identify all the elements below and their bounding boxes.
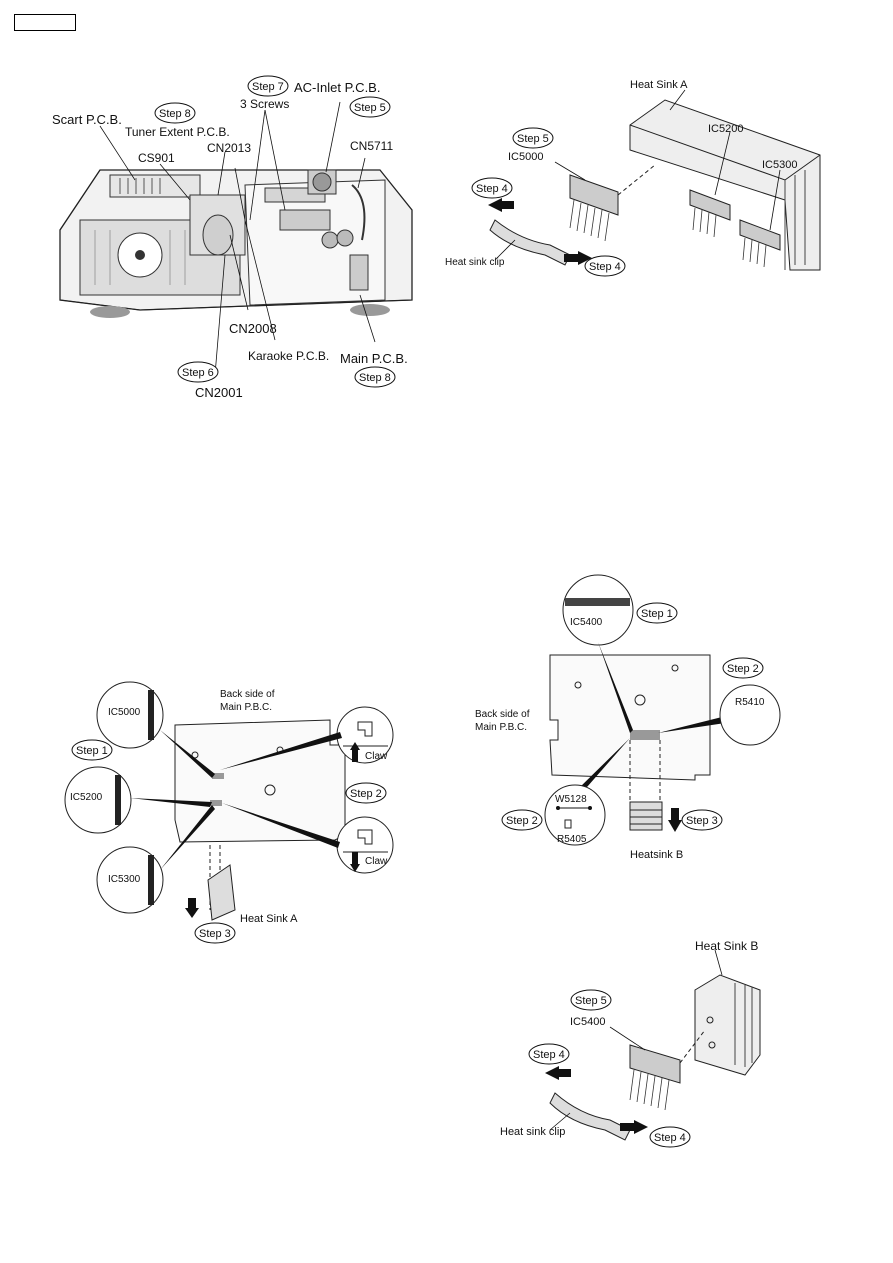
heat-sink-a-diagram: Heat Sink A IC5200 IC5300 IC5000 Heat si… — [445, 79, 821, 277]
label-main-pcb: Main P.C.B. — [340, 351, 408, 366]
step-5-bubble: Step 5 — [575, 995, 607, 1007]
label-ic5300: IC5300 — [108, 874, 141, 885]
step-2-bubble: Step 2 — [350, 788, 382, 800]
label-back-side-of: Back side of — [220, 689, 275, 700]
step-2-bubble-right: Step 2 — [727, 663, 759, 675]
label-cs901: CS901 — [138, 151, 175, 165]
label-main-pbc: Main P.B.C. — [220, 702, 272, 713]
step-3-bubble: Step 3 — [686, 815, 718, 827]
step-3-bubble: Step 3 — [199, 928, 231, 940]
label-ic5400: IC5400 — [570, 617, 603, 628]
label-ac-inlet-pcb: AC-Inlet P.C.B. — [294, 80, 380, 95]
label-heat-sink-a: Heat Sink A — [630, 79, 688, 91]
step-4-bubble-right: Step 4 — [654, 1132, 686, 1144]
figure-main-pbc-back-a: Back side of Main P.B.C. IC5000 IC5200 I… — [60, 670, 405, 945]
label-heat-sink-b: Heat Sink B — [695, 939, 758, 953]
step-8-bubble-bottom: Step 8 — [359, 372, 391, 384]
label-cn5711: CN5711 — [350, 139, 393, 153]
label-ic5000: IC5000 — [108, 707, 141, 718]
label-cn2013: CN2013 — [207, 141, 251, 155]
label-heat-sink-clip: Heat sink clip — [500, 1126, 565, 1138]
label-tuner-extent-pcb: Tuner Extent P.C.B. — [125, 125, 230, 139]
label-three-screws: 3 Screws — [240, 97, 289, 111]
step-6-bubble: Step 6 — [182, 367, 214, 379]
label-cn2001: CN2001 — [195, 385, 243, 400]
step-2-bubble-left: Step 2 — [506, 815, 538, 827]
label-ic5200: IC5200 — [70, 792, 103, 803]
step-1-bubble: Step 1 — [641, 608, 673, 620]
step-4-bubble-left: Step 4 — [533, 1049, 565, 1061]
label-r5410: R5410 — [735, 697, 765, 708]
figure-heat-sink-b-exploded: Heat Sink B IC5400 Heat sink clip Step 5… — [490, 935, 790, 1150]
label-heatsink-b: Heatsink B — [630, 849, 683, 861]
label-r5405: R5405 — [557, 834, 587, 845]
step-1-bubble: Step 1 — [76, 745, 108, 757]
label-cn2008: CN2008 — [229, 321, 277, 336]
label-heat-sink-a: Heat Sink A — [240, 913, 298, 925]
step-8-bubble-top: Step 8 — [159, 108, 191, 120]
chassis-diagram: Scart P.C.B. Tuner Extent P.C.B. CS901 C… — [52, 75, 413, 400]
label-claw-down: Claw — [365, 856, 388, 867]
label-back-side-of: Back side of — [475, 709, 530, 720]
step-7-bubble: Step 7 — [252, 81, 284, 93]
label-w5128: W5128 — [555, 794, 587, 805]
label-ic5000: IC5000 — [508, 151, 543, 163]
label-claw-up: Claw — [365, 751, 388, 762]
step-4-bubble-right: Step 4 — [589, 261, 621, 273]
heat-sink-b-diagram: Heat Sink B IC5400 Heat sink clip Step 5… — [500, 939, 761, 1148]
figure-chassis-overview: Scart P.C.B. Tuner Extent P.C.B. CS901 C… — [40, 70, 440, 405]
step-5-bubble: Step 5 — [517, 133, 549, 145]
label-ic5300: IC5300 — [762, 159, 797, 171]
label-ic5400: IC5400 — [570, 1016, 605, 1028]
page-header-box — [14, 14, 76, 31]
label-main-pbc: Main P.B.C. — [475, 722, 527, 733]
label-karaoke-pcb: Karaoke P.C.B. — [248, 349, 329, 363]
step-4-bubble-left: Step 4 — [476, 183, 508, 195]
figure-heat-sink-a-exploded: Heat Sink A IC5200 IC5300 IC5000 Heat si… — [440, 70, 830, 285]
step-5-bubble: Step 5 — [354, 102, 386, 114]
main-pbc-back-a-diagram: Back side of Main P.B.C. IC5000 IC5200 I… — [64, 681, 394, 944]
figure-main-pbc-back-b: IC5400 Back side of Main P.B.C. R5410 W5… — [470, 570, 785, 870]
label-scart-pcb: Scart P.C.B. — [52, 112, 122, 127]
label-heat-sink-clip: Heat sink clip — [445, 257, 505, 268]
main-pbc-back-b-diagram: IC5400 Back side of Main P.B.C. R5410 W5… — [475, 574, 781, 861]
label-ic5200: IC5200 — [708, 123, 743, 135]
